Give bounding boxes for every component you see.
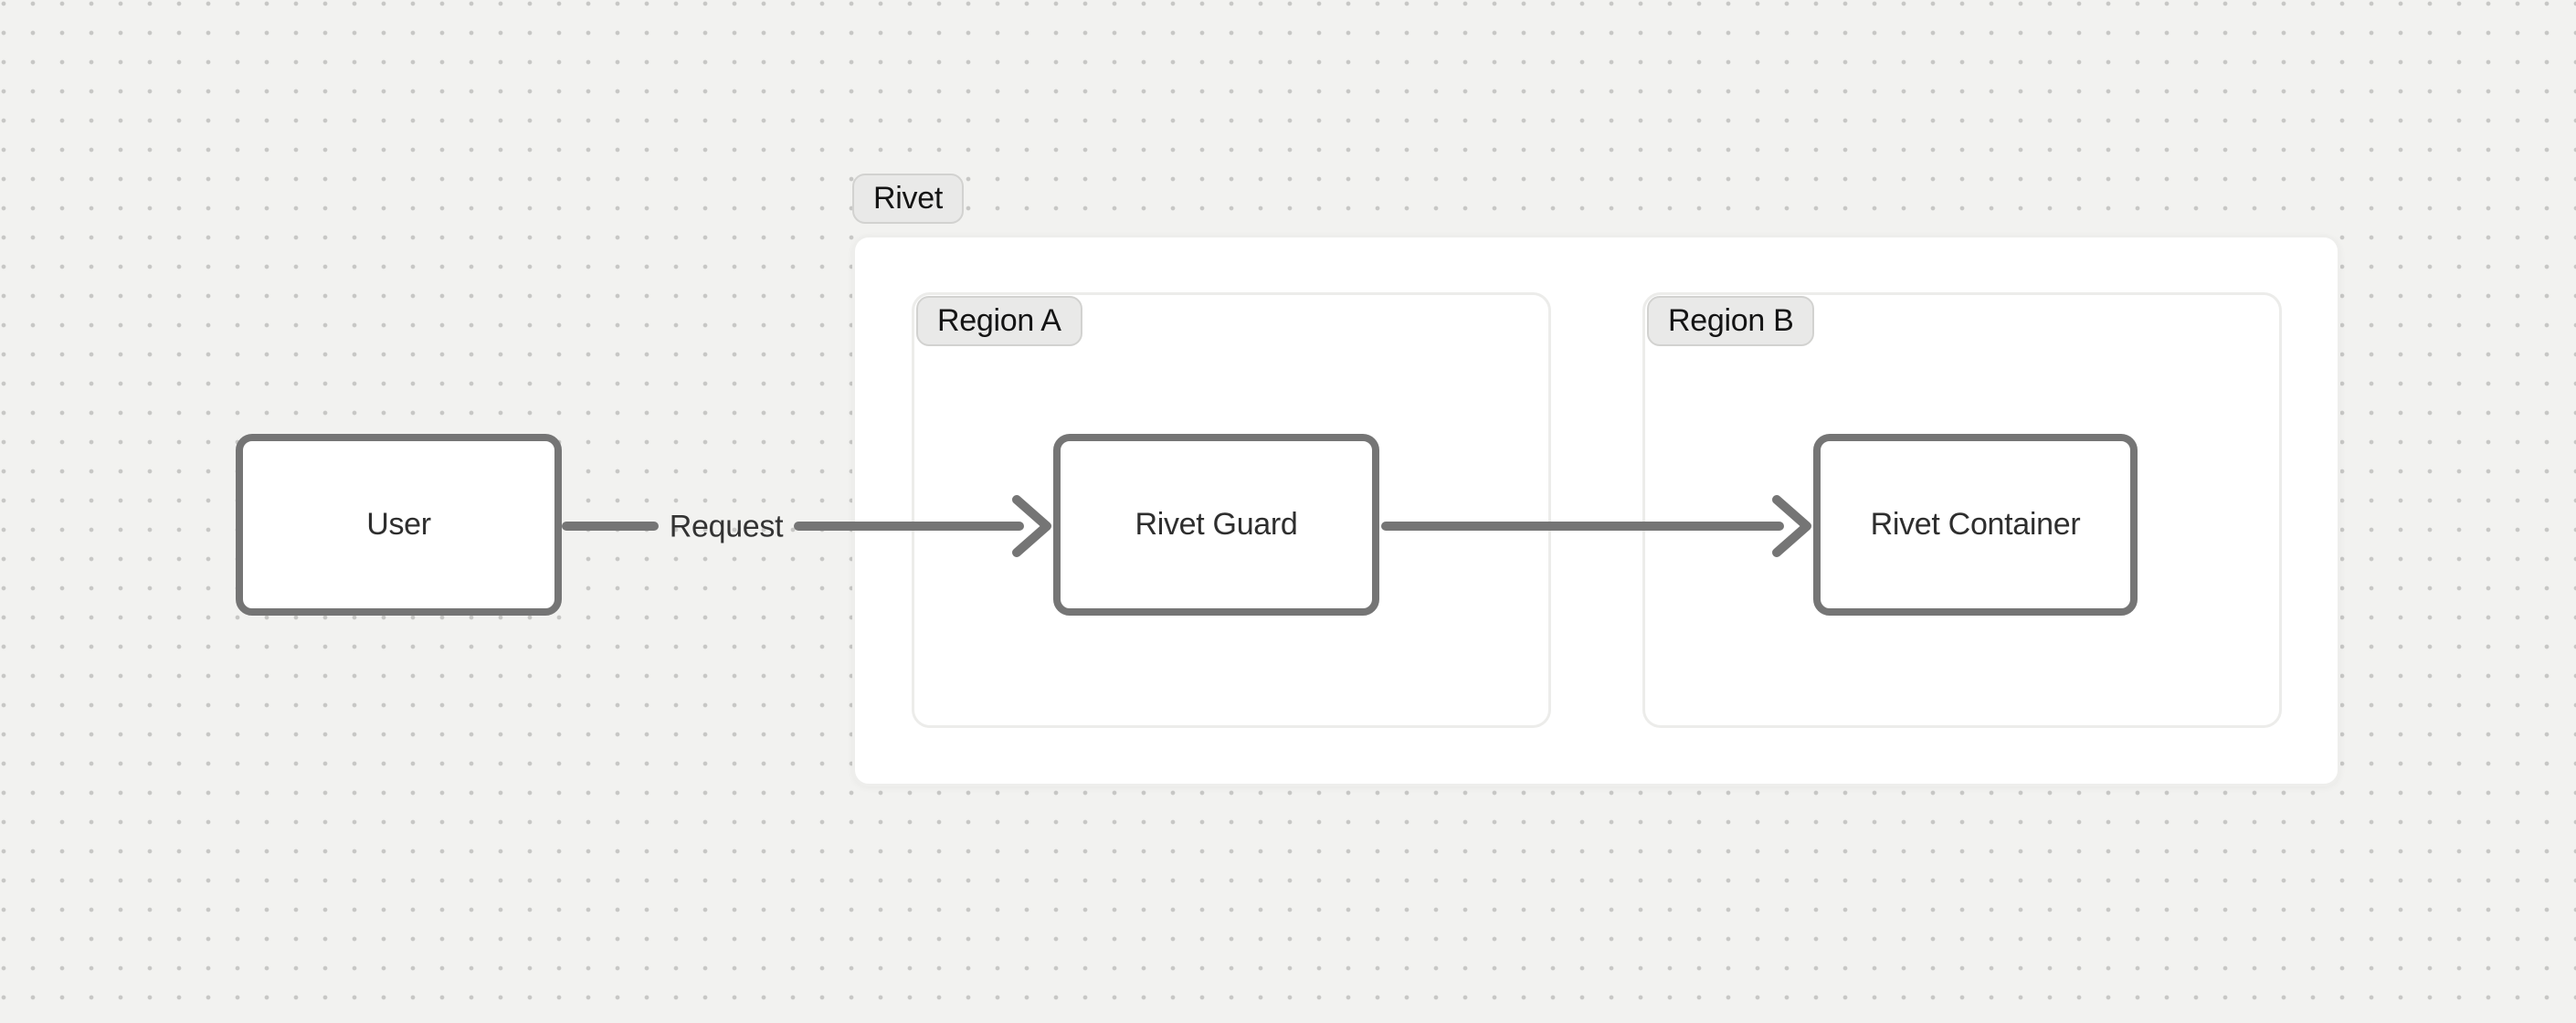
node-user: User [236, 434, 562, 616]
rivet-group-label: Rivet [852, 174, 964, 225]
edge-request-label: Request [669, 509, 784, 544]
node-rivet-guard: Rivet Guard [1053, 434, 1379, 616]
region-a-label: Region A [916, 296, 1082, 347]
region-b-label: Region B [1647, 296, 1815, 347]
node-rivet-container: Rivet Container [1813, 434, 2138, 616]
